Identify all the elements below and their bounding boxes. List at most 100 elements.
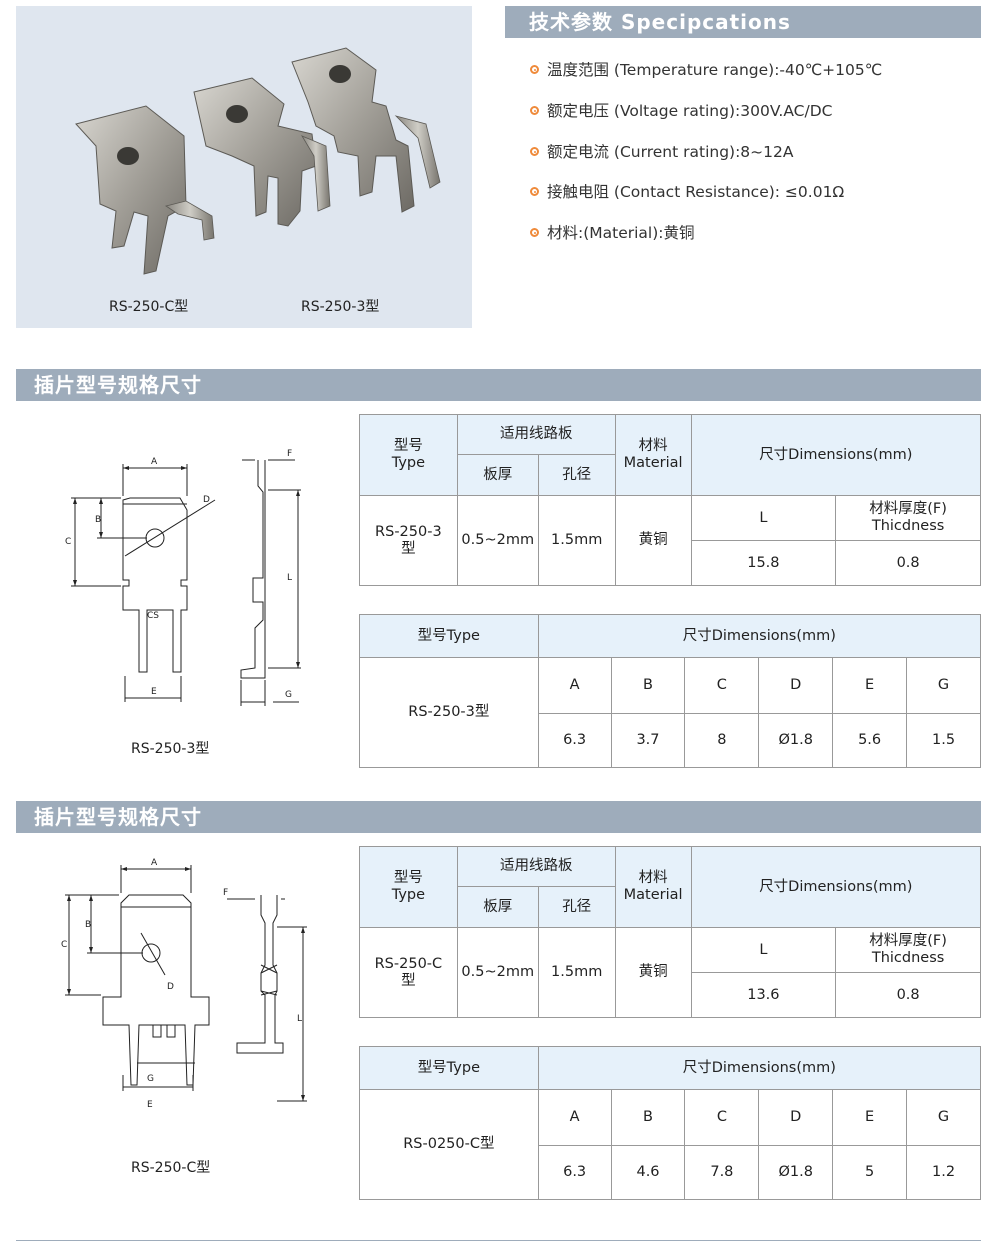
spec-item-resistance: 接触电阻 (Contact Resistance): ≤0.01Ω	[530, 180, 844, 202]
spec-item-temperature: 温度范围 (Temperature range):-40℃+105℃	[530, 58, 882, 80]
cell-f-value: 0.8	[835, 540, 981, 586]
header-type: 型号 Type	[359, 414, 458, 496]
cell-thickness: 0.5~2mm	[456, 927, 539, 1018]
terminal-photo-illustration	[75, 47, 441, 275]
dim-value-E: 5	[832, 1145, 908, 1200]
section-1-table-dimensions: 型号Type 尺寸Dimensions(mm) RS-250-3型 A B C …	[359, 614, 982, 768]
header-dimensions: 尺寸Dimensions(mm)	[537, 1046, 982, 1090]
bullet-circle-icon	[530, 106, 539, 115]
rs2503-dimension-drawing: A D B C CS E F L G	[65, 449, 301, 706]
header-hole: 孔径	[537, 886, 616, 928]
dim-label-G: G	[147, 1074, 154, 1084]
cell-model: RS-250-C 型	[359, 927, 458, 1018]
bullet-circle-icon	[530, 228, 539, 237]
section-1-table-board: 型号 Type 适用线路板 材料 Material 尺寸Dimensions(m…	[359, 414, 982, 586]
dim-value-A: 6.3	[537, 1145, 612, 1200]
cell-hole: 1.5mm	[537, 927, 616, 1018]
dim-label-B: B	[95, 515, 101, 525]
diagram-1-caption: RS-250-3型	[131, 741, 210, 757]
dim-header-A: A	[537, 1089, 612, 1146]
dim-header-E: E	[832, 657, 908, 714]
header-material: 材料 Material	[614, 414, 692, 496]
bullet-circle-icon	[530, 187, 539, 196]
dim-value-C: 7.8	[684, 1145, 760, 1200]
header-board: 适用线路板	[456, 414, 616, 455]
dim-header-B: B	[610, 1089, 686, 1146]
cell-material: 黄铜	[614, 495, 692, 586]
cell-model: RS-0250-C型	[359, 1089, 539, 1200]
bullet-circle-icon	[530, 147, 539, 156]
dim-label-A: A	[151, 858, 158, 868]
dim-label-G: G	[285, 690, 292, 700]
dim-value-G: 1.2	[906, 1145, 981, 1200]
dim-header-C: C	[684, 657, 760, 714]
spec-item-current: 额定电流 (Current rating):8~12A	[530, 140, 793, 162]
spec-item-material: 材料:(Material):黄铜	[530, 221, 695, 243]
section-1-diagram: A D B C CS E F L G	[55, 440, 335, 760]
header-dimensions: 尺寸Dimensions(mm)	[690, 846, 982, 928]
dim-label-D: D	[203, 495, 210, 505]
cell-l-value: 13.6	[690, 972, 837, 1018]
dim-value-D: Ø1.8	[758, 713, 834, 768]
dim-value-D: Ø1.8	[758, 1145, 834, 1200]
cell-f-label: 材料厚度(F) Thicdness	[835, 927, 981, 973]
dim-value-A: 6.3	[537, 713, 612, 768]
cell-hole: 1.5mm	[537, 495, 616, 586]
cell-model: RS-250-3 型	[359, 495, 458, 586]
dim-header-D: D	[758, 657, 834, 714]
dim-value-G: 1.5	[906, 713, 981, 768]
header-dimensions: 尺寸Dimensions(mm)	[690, 414, 982, 496]
dim-label-C: C	[61, 940, 67, 950]
photo-caption-rs2503: RS-250-3型	[301, 299, 380, 315]
cell-l-value: 15.8	[690, 540, 837, 586]
cell-l-label: L	[690, 927, 837, 973]
dim-header-E: E	[832, 1089, 908, 1146]
dim-label-C: C	[65, 537, 71, 547]
dim-label-E: E	[151, 687, 157, 697]
photo-caption-rs250c: RS-250-C型	[109, 299, 189, 315]
dim-header-G: G	[906, 657, 981, 714]
header-dimensions: 尺寸Dimensions(mm)	[537, 614, 982, 658]
cell-material: 黄铜	[614, 927, 692, 1018]
dim-label-D: D	[167, 982, 174, 992]
bullet-circle-icon	[530, 65, 539, 74]
dim-label-F: F	[287, 449, 292, 459]
header-type: 型号 Type	[359, 846, 458, 928]
dim-header-C: C	[684, 1089, 760, 1146]
section-2-table-dimensions: 型号Type 尺寸Dimensions(mm) RS-0250-C型 A B C…	[359, 1046, 982, 1200]
section-2-diagram: A B C D G E F L	[55, 855, 335, 1155]
section-2-title: 插片型号规格尺寸	[34, 805, 202, 829]
dim-header-D: D	[758, 1089, 834, 1146]
cell-thickness: 0.5~2mm	[456, 495, 539, 586]
dim-header-B: B	[610, 657, 686, 714]
section-2-header-bar: 插片型号规格尺寸	[16, 801, 981, 833]
dim-label-L: L	[297, 1014, 302, 1024]
dim-label-F: F	[223, 888, 228, 898]
dim-label-B: B	[85, 920, 91, 930]
dim-label-L: L	[287, 573, 292, 583]
specifications-header-bar: 技术参数 Specipcations	[505, 6, 981, 38]
terminal-rs2503-photo	[291, 47, 441, 213]
dim-label-A: A	[151, 457, 158, 467]
header-material: 材料 Material	[614, 846, 692, 928]
bottom-divider	[16, 1240, 981, 1241]
dim-value-B: 4.6	[610, 1145, 686, 1200]
header-type: 型号Type	[359, 1046, 539, 1090]
header-thickness: 板厚	[456, 454, 539, 496]
dim-value-C: 8	[684, 713, 760, 768]
dim-header-A: A	[537, 657, 612, 714]
rs250c-dimension-drawing: A B C D G E F L	[61, 858, 307, 1110]
product-photo: RS-250-C型 RS-250-3型	[16, 6, 472, 328]
dim-label-CS: CS	[147, 611, 159, 621]
section-2-table-board: 型号 Type 适用线路板 材料 Material 尺寸Dimensions(m…	[359, 846, 982, 1018]
cell-f-label: 材料厚度(F) Thicdness	[835, 495, 981, 541]
header-thickness: 板厚	[456, 886, 539, 928]
dim-header-G: G	[906, 1089, 981, 1146]
cell-f-value: 0.8	[835, 972, 981, 1018]
dim-label-E: E	[147, 1100, 153, 1110]
header-board: 适用线路板	[456, 846, 616, 887]
section-1-title: 插片型号规格尺寸	[34, 373, 202, 397]
specifications-title: 技术参数 Specipcations	[529, 10, 791, 34]
section-1-header-bar: 插片型号规格尺寸	[16, 369, 981, 401]
terminal-rs250c-photo	[75, 105, 215, 275]
